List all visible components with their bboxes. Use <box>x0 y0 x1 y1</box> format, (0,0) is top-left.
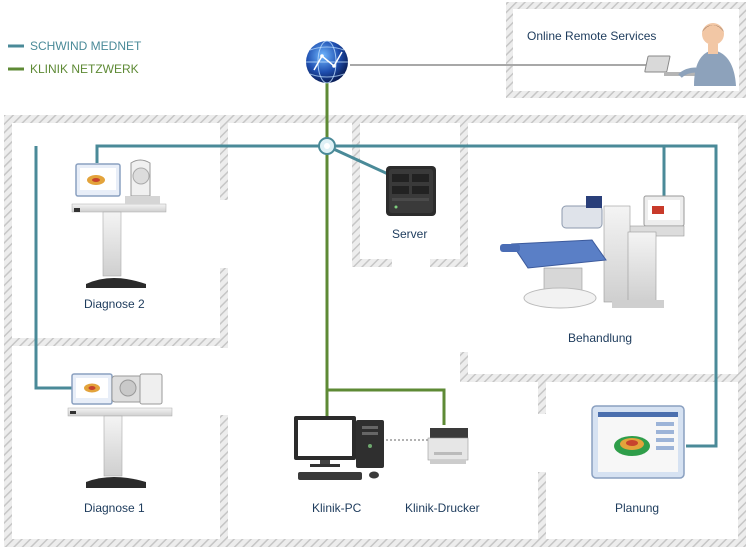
pc-icon <box>294 416 384 480</box>
behandlung-label: Behandlung <box>568 331 632 345</box>
klinik-lines <box>325 80 446 425</box>
laser-system-icon <box>500 195 685 309</box>
klinik-drucker-label: Klinik-Drucker <box>405 501 480 515</box>
globe-icon <box>306 40 348 84</box>
planung-label: Planung <box>615 501 659 515</box>
server-icon <box>386 166 436 216</box>
mednet-lines <box>34 144 718 448</box>
diagnose-1-label: Diagnose 1 <box>84 501 145 515</box>
server-label: Server <box>392 227 427 241</box>
floor-plan-walls <box>4 2 746 547</box>
klinik-pc-label: Klinik-PC <box>312 501 362 515</box>
legend-mednet-label: SCHWIND MEDNET <box>30 39 142 53</box>
planning-monitor-icon <box>591 405 685 479</box>
hub-icon <box>318 137 336 155</box>
printer-icon <box>427 428 469 464</box>
legend: SCHWIND MEDNET KLINIK NETZWERK <box>8 39 142 76</box>
diagnostic-device-icon <box>71 159 167 288</box>
legend-klinik-label: KLINIK NETZWERK <box>30 62 139 76</box>
remote-services-label: Online Remote Services <box>527 29 656 43</box>
diagnose-2-label: Diagnose 2 <box>84 297 145 311</box>
diagnostic-device-icon <box>67 373 173 488</box>
person-laptop-icon <box>644 23 736 86</box>
